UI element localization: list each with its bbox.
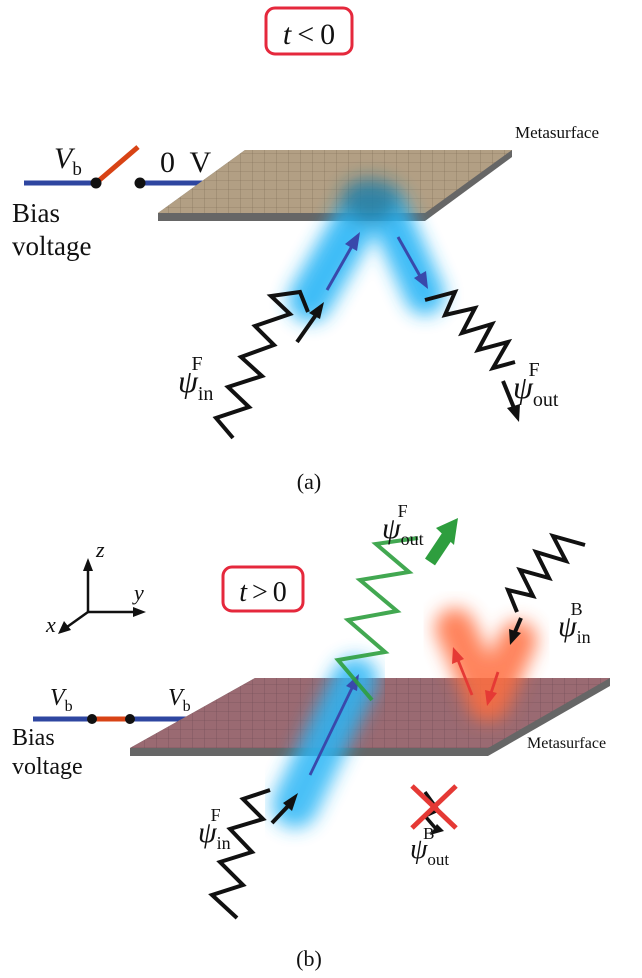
right-voltage-label-b: Vb — [168, 685, 191, 715]
condition-label-b: t>0 — [239, 577, 287, 608]
axis-y-label: y — [132, 580, 144, 605]
backward-arrows-b — [452, 647, 500, 706]
panel-a: t<0 Vb 0 V Bias voltage Metasurface — [12, 6, 599, 494]
axis-x-label: x — [45, 612, 56, 637]
metasurface-a — [158, 150, 512, 221]
incident-wave-a — [212, 289, 324, 440]
caption-a: (a) — [297, 469, 321, 494]
reflected-wave-a — [424, 289, 520, 422]
transmitted-wave-b — [334, 518, 458, 702]
switch-node — [87, 714, 97, 724]
bias-switch-a: Vb 0 V — [24, 142, 218, 189]
condition-box-a: t<0 — [264, 6, 354, 56]
forward-incident-wave-b — [208, 788, 298, 920]
switch-node — [125, 714, 135, 724]
bias-line-b: Vb Vb — [33, 685, 194, 724]
metasurface-label-b: Metasurface — [527, 735, 606, 752]
panel-b: z y x t>0 Vb Vb Bias voltage Metasurface — [12, 501, 610, 971]
condition-box-b: t>0 — [221, 565, 305, 613]
bias-label-b-line2: voltage — [12, 754, 83, 780]
psi-in-label-a: ψinF — [178, 353, 213, 405]
left-voltage-label-b: Vb — [50, 685, 73, 715]
bias-label-b-line1: Bias — [12, 725, 55, 751]
backward-beam-b — [435, 608, 537, 722]
switch-node — [134, 177, 146, 189]
axis-z-label: z — [95, 537, 105, 562]
psi-out-b-label-b: ψoutB — [410, 824, 449, 869]
bias-label-line1: Bias — [12, 198, 60, 228]
psi-in-b-label-b: ψinB — [558, 599, 591, 647]
switch-left-label: Vb — [54, 142, 82, 180]
bias-label-line2: voltage — [12, 231, 91, 261]
psi-out-f-label-b: ψoutF — [382, 501, 424, 549]
condition-label-a: t<0 — [283, 18, 335, 51]
caption-b: (b) — [296, 946, 322, 971]
metasurface-label-a: Metasurface — [515, 123, 599, 142]
axes-triad — [58, 558, 146, 634]
reflected-arrow-a — [396, 236, 428, 289]
switch-right-label: 0 V — [160, 146, 211, 179]
psi-in-f-label-b: ψinF — [198, 805, 231, 853]
psi-out-label-a: ψoutF — [513, 359, 559, 411]
backward-incident-wave-b — [504, 532, 586, 645]
incident-arrow-a — [325, 232, 360, 291]
blocked-output-b — [410, 784, 458, 835]
switch-node — [90, 177, 102, 189]
